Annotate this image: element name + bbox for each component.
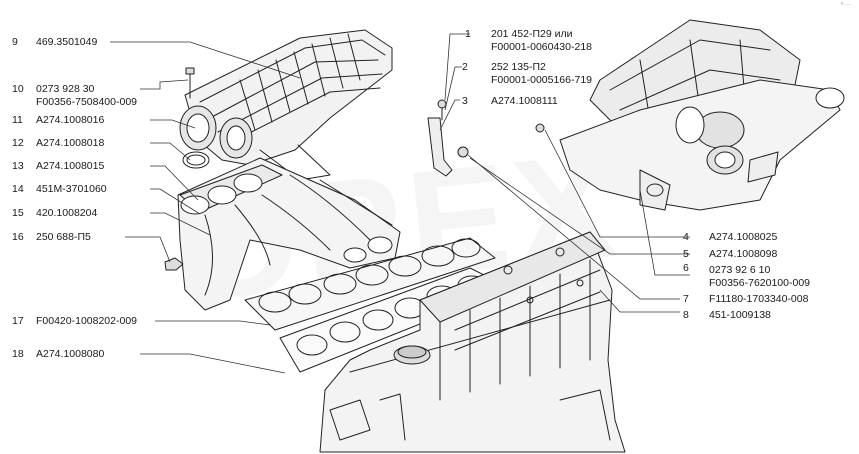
callout-number: 14	[12, 183, 24, 195]
part-number-label: A274.1008015	[36, 160, 105, 172]
callout-number: 10	[12, 83, 24, 95]
part-number-label: 451-1009138	[709, 309, 771, 321]
part-number-label: A274.1008016	[36, 114, 105, 126]
part-number-label: A274.1008025	[709, 231, 778, 243]
callout-number: 5	[683, 248, 689, 260]
nut-part	[164, 257, 184, 271]
callout-number: 11	[12, 114, 23, 126]
callout-number: 9	[12, 36, 18, 48]
part-number-label: F11180-1703340-008	[709, 293, 809, 305]
callout-number: 15	[12, 207, 24, 219]
part-number-label: 451M-3701060	[36, 183, 107, 195]
callout-number: 1	[465, 28, 471, 40]
intake-plenum-part	[179, 29, 393, 181]
intake-flange-gasket	[244, 237, 496, 331]
callout-number: 7	[683, 293, 689, 305]
callout-number: 3	[462, 95, 468, 107]
stud-part	[185, 67, 195, 99]
part-number-label: 0273 92 6 10	[709, 264, 771, 276]
part-number-label: F00356-7620100-009	[709, 277, 811, 289]
part-number-label: A274.1008111	[491, 95, 558, 107]
corner-mark: ᵉ ···	[841, 2, 851, 8]
callout-number: 2	[462, 61, 468, 73]
part-number-label: 250 688-П5	[36, 231, 91, 243]
part-number-label: A274.1008098	[709, 248, 778, 260]
intake-runners-part	[177, 157, 401, 311]
callout-number: 6	[683, 262, 689, 274]
part-number-label: 469.3501049	[36, 36, 98, 48]
part-number-label: A274.1008080	[36, 348, 105, 360]
bracket-part	[427, 99, 469, 177]
part-number-label: F00001-0060430-218	[491, 41, 593, 53]
part-number-label: F00420-1008202-009	[36, 315, 138, 327]
callout-number: 13	[12, 160, 24, 172]
part-number-label: A274.1008018	[36, 137, 105, 149]
part-number-label: 201 452-П29 или	[491, 28, 573, 40]
exhaust-manifold-part	[535, 79, 845, 211]
callout-number: 17	[12, 315, 24, 327]
callout-number: 16	[12, 231, 24, 243]
part-number-label: F00001-0005166-719	[491, 74, 593, 86]
callout-number: 12	[12, 137, 24, 149]
part-number-label: 420.1008204	[36, 207, 98, 219]
callout-number: 18	[12, 348, 24, 360]
throttle-gasket-ring	[182, 151, 210, 169]
part-number-label: 0273 928 30	[36, 83, 95, 95]
part-number-label: F00356-7508400-009	[36, 96, 138, 108]
callout-number: 4	[683, 231, 689, 243]
callout-number: 8	[683, 309, 689, 321]
part-number-label: 252 135-П2	[491, 61, 546, 73]
engine-block	[319, 231, 626, 453]
